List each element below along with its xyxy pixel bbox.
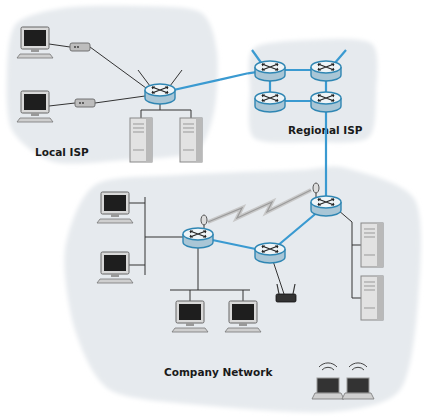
network-region: Local ISP bbox=[4, 2, 220, 164]
network-link bbox=[220, 73, 248, 79]
region-label: Company Network bbox=[164, 366, 272, 378]
region-label: Local ISP bbox=[35, 146, 89, 158]
network-region: Regional ISP bbox=[248, 38, 378, 144]
network-region: Company Network bbox=[62, 168, 420, 414]
cloud-outline bbox=[4, 2, 220, 164]
cloud-shape bbox=[249, 39, 378, 143]
network-link bbox=[325, 144, 327, 168]
cloud-shape bbox=[7, 6, 218, 164]
region-label: Regional ISP bbox=[288, 124, 363, 136]
cloud-shape bbox=[64, 166, 421, 412]
